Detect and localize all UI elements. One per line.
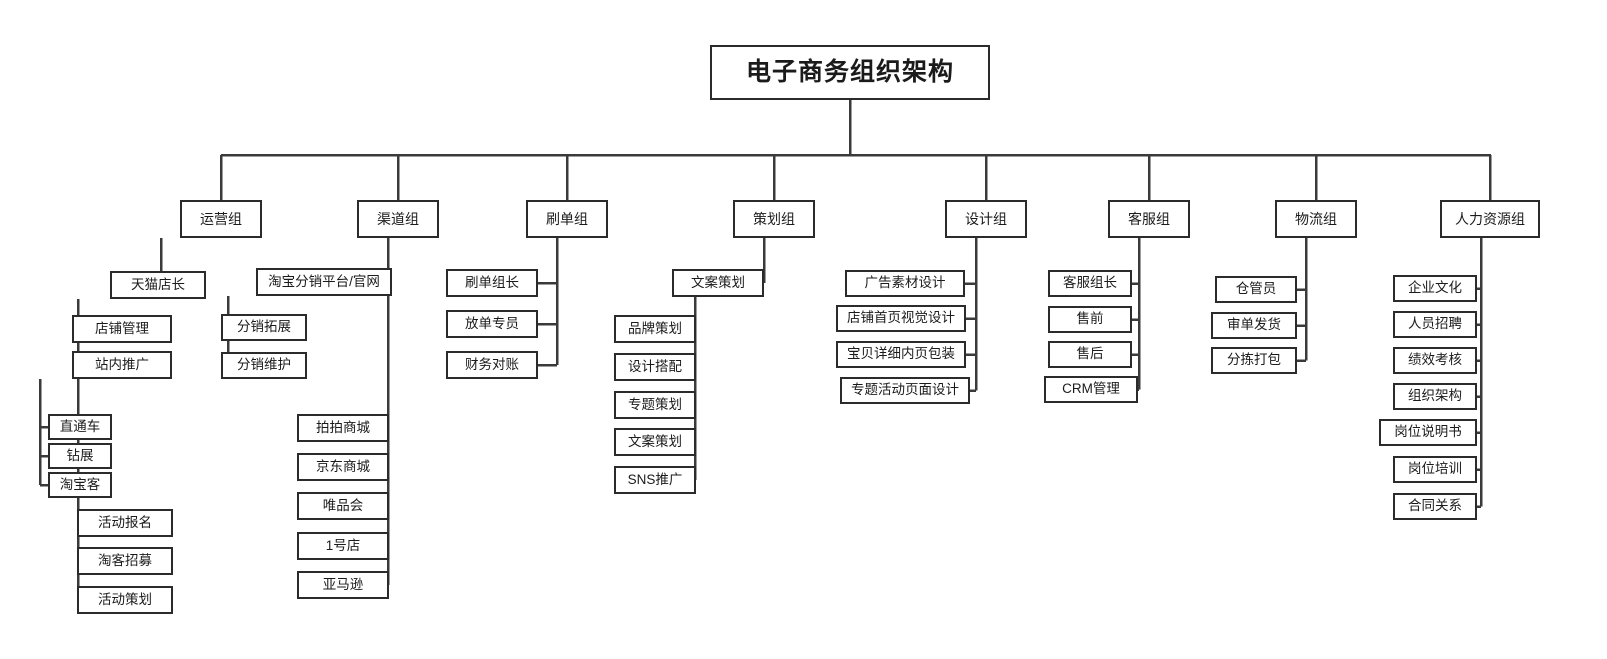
node-淘宝分销平台-官网[interactable]: 淘宝分销平台/官网 <box>256 268 392 296</box>
root-node-电子商务组织架构[interactable]: 电子商务组织架构 <box>710 45 990 100</box>
node-岗位培训[interactable]: 岗位培训 <box>1393 456 1477 483</box>
node-1号店[interactable]: 1号店 <box>297 532 389 560</box>
node-售前[interactable]: 售前 <box>1048 306 1132 333</box>
node-专题策划[interactable]: 专题策划 <box>614 391 696 419</box>
node-品牌策划[interactable]: 品牌策划 <box>614 315 696 343</box>
department-node-human-resources[interactable]: 人力资源组 <box>1440 200 1540 238</box>
node-人员招聘[interactable]: 人员招聘 <box>1393 311 1477 338</box>
node-广告素材设计[interactable]: 广告素材设计 <box>845 270 965 297</box>
node-分销维护[interactable]: 分销维护 <box>221 352 307 379</box>
node-宝贝详细内页包装[interactable]: 宝贝详细内页包装 <box>836 341 966 368</box>
node-拍拍商城[interactable]: 拍拍商城 <box>297 414 389 442</box>
node-分拣打包[interactable]: 分拣打包 <box>1211 347 1297 374</box>
node-钻展[interactable]: 钻展 <box>48 443 112 469</box>
department-node-operations[interactable]: 运营组 <box>180 200 262 238</box>
node-企业文化[interactable]: 企业文化 <box>1393 275 1477 302</box>
node-设计搭配[interactable]: 设计搭配 <box>614 353 696 381</box>
node-活动策划[interactable]: 活动策划 <box>77 586 173 614</box>
node-直通车[interactable]: 直通车 <box>48 414 112 440</box>
node-京东商城[interactable]: 京东商城 <box>297 453 389 481</box>
department-node-design[interactable]: 设计组 <box>945 200 1027 238</box>
node-店铺首页视觉设计[interactable]: 店铺首页视觉设计 <box>836 305 966 332</box>
department-node-order-brushing[interactable]: 刷单组 <box>526 200 608 238</box>
node-文案策划[interactable]: 文案策划 <box>672 269 764 297</box>
node-组织架构[interactable]: 组织架构 <box>1393 383 1477 410</box>
node-SNS推广[interactable]: SNS推广 <box>614 466 696 494</box>
node-仓管员[interactable]: 仓管员 <box>1215 276 1297 303</box>
node-唯品会[interactable]: 唯品会 <box>297 492 389 520</box>
department-node-planning[interactable]: 策划组 <box>733 200 815 238</box>
node-亚马逊[interactable]: 亚马逊 <box>297 571 389 599</box>
node-售后[interactable]: 售后 <box>1048 341 1132 368</box>
node-文案策划[interactable]: 文案策划 <box>614 428 696 456</box>
node-站内推广[interactable]: 站内推广 <box>72 351 172 379</box>
node-放单专员[interactable]: 放单专员 <box>446 310 538 338</box>
department-node-logistics[interactable]: 物流组 <box>1275 200 1357 238</box>
node-财务对账[interactable]: 财务对账 <box>446 351 538 379</box>
node-专题活动页面设计[interactable]: 专题活动页面设计 <box>840 377 970 404</box>
node-绩效考核[interactable]: 绩效考核 <box>1393 347 1477 374</box>
node-天猫店长[interactable]: 天猫店长 <box>110 271 206 299</box>
node-分销拓展[interactable]: 分销拓展 <box>221 314 307 341</box>
node-活动报名[interactable]: 活动报名 <box>77 509 173 537</box>
department-node-customer-service[interactable]: 客服组 <box>1108 200 1190 238</box>
node-CRM管理[interactable]: CRM管理 <box>1044 376 1138 403</box>
node-岗位说明书[interactable]: 岗位说明书 <box>1379 419 1477 446</box>
node-客服组长[interactable]: 客服组长 <box>1048 270 1132 297</box>
node-淘宝客[interactable]: 淘宝客 <box>48 472 112 498</box>
department-node-channels[interactable]: 渠道组 <box>357 200 439 238</box>
node-淘客招募[interactable]: 淘客招募 <box>77 547 173 575</box>
node-店铺管理[interactable]: 店铺管理 <box>72 315 172 343</box>
node-审单发货[interactable]: 审单发货 <box>1211 312 1297 339</box>
node-合同关系[interactable]: 合同关系 <box>1393 493 1477 520</box>
node-刷单组长[interactable]: 刷单组长 <box>446 269 538 297</box>
